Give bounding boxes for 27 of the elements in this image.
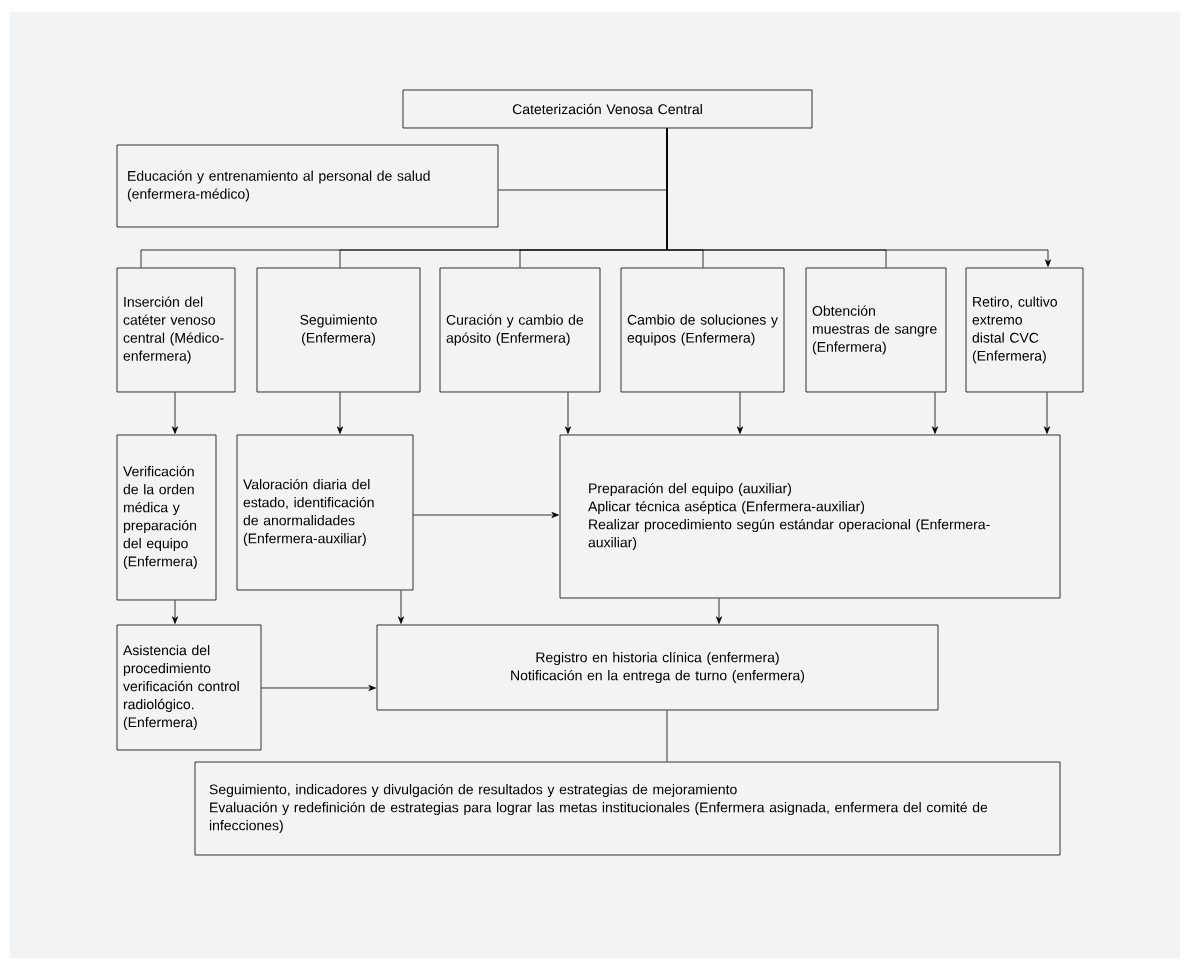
process-box: Asistencia del procedimiento verificación control radiológico. (Enfermera) — [116, 624, 262, 751]
process-box: Curación y cambio de apósito (Enfermera) — [439, 267, 601, 393]
arrow — [261, 685, 376, 691]
process-box: Obtención muestras de sangre (Enfermera) — [805, 267, 947, 393]
process-box: Registro en historia clínica (enfermera) Notificación en la entrega de turno (enfermera) — [376, 624, 939, 711]
process-box: Inserción del catéter venoso central (Médico-enfermera) — [116, 267, 236, 393]
process-box: Cateterización Venosa Central — [402, 89, 813, 129]
process-box: Educación y entrenamiento al personal de salud (enfermera-médico) — [116, 144, 499, 228]
arrow — [716, 598, 722, 624]
arrow — [413, 512, 559, 518]
arrow — [172, 392, 178, 434]
arrow — [398, 590, 404, 624]
arrow — [172, 600, 178, 624]
process-box: Valoración diaria del estado, identificación de anormalidades (Enfermera-auxiliar) — [236, 434, 414, 591]
process-box: Seguimiento, indicadores y divulgación de resultados y estrategias de mejoramiento Evaluación y redefinición de estrategias para lograr las metas institucionales (Enfermera asignada, enfermera del comité de infecciones) — [194, 761, 1061, 856]
arrow — [932, 392, 938, 434]
arrow — [337, 392, 343, 434]
arrow — [737, 392, 743, 434]
process-box: Preparación del equipo (auxiliar) Aplicar técnica aséptica (Enfermera-auxiliar) Realizar procedimiento según estándar operacional (Enfermera-auxiliar) — [559, 434, 1061, 599]
arrow — [565, 392, 571, 434]
process-box: Verificación de la orden médica y preparación del equipo (Enfermera) — [116, 434, 217, 601]
arrow — [666, 128, 1051, 267]
process-box: Retiro, cultivo extremo distal CVC (Enfermera) — [965, 267, 1084, 393]
process-box: Seguimiento (Enfermera) — [256, 267, 421, 393]
arrow — [1044, 392, 1050, 434]
connector-line — [666, 710, 668, 762]
process-box: Cambio de soluciones y equipos (Enfermera) — [620, 267, 785, 393]
